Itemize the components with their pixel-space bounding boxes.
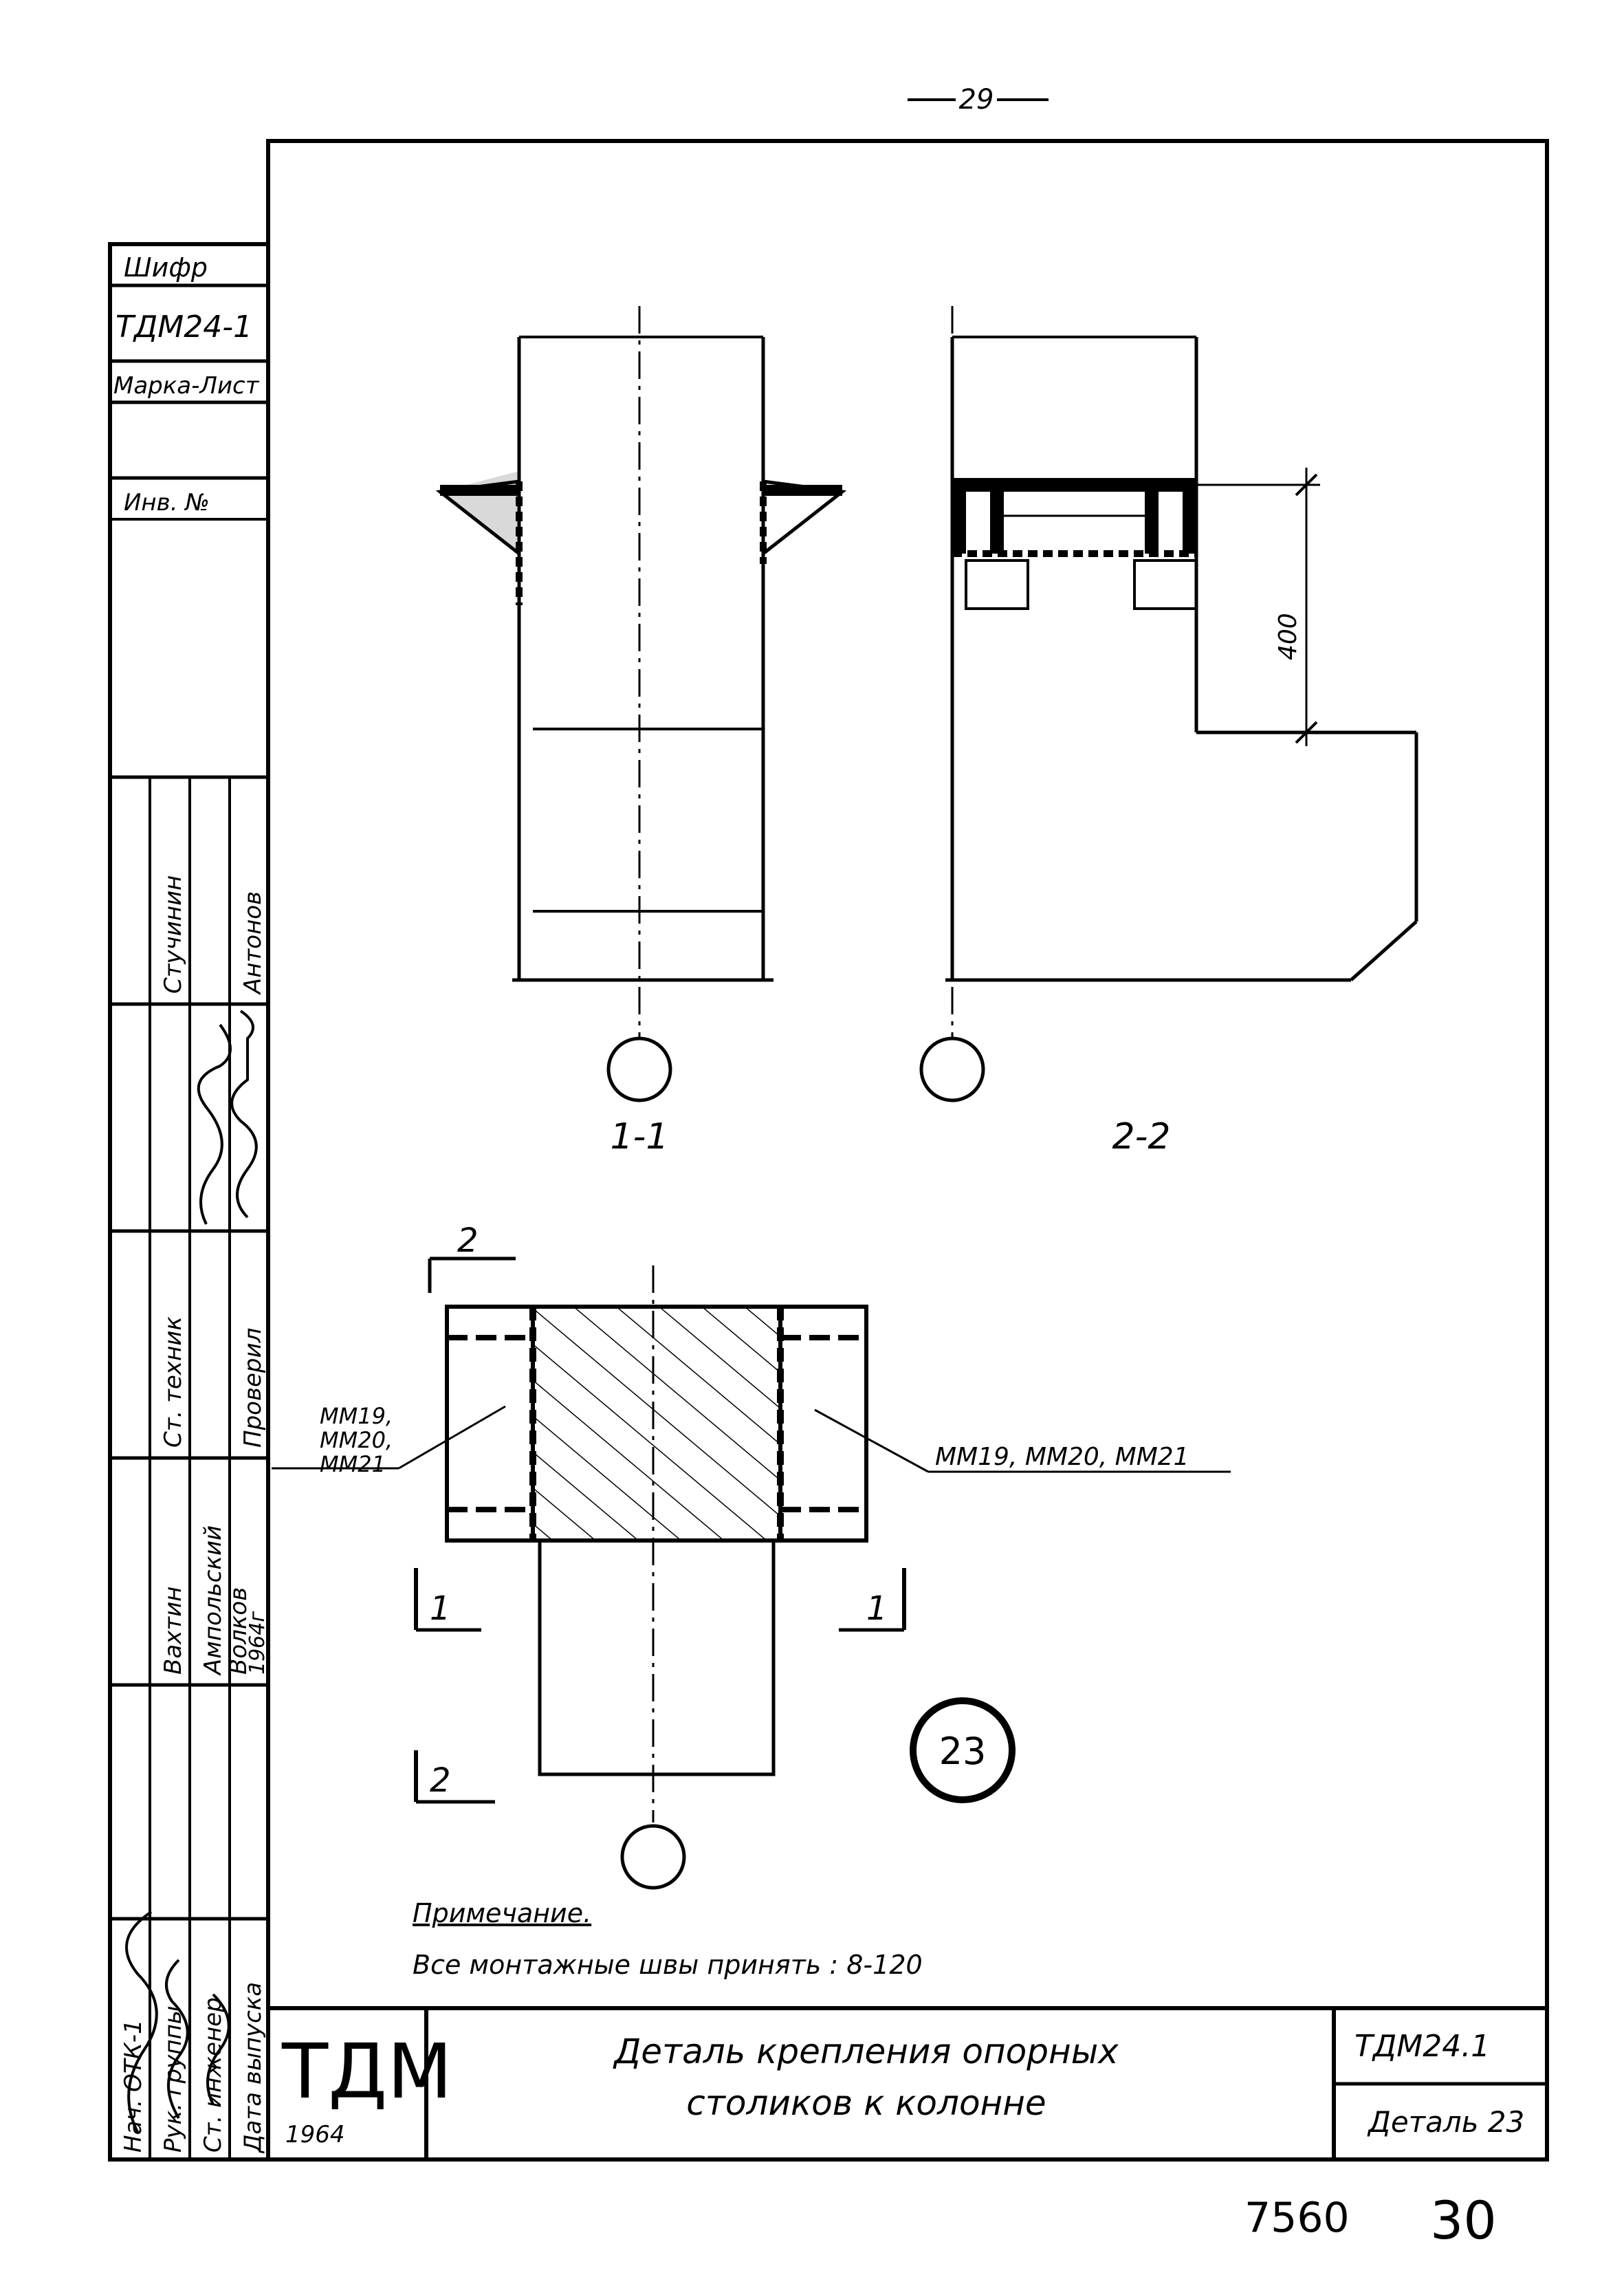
dimension-400: 400: [1274, 613, 1302, 660]
title-block: ТДМ 1964 Деталь крепления опорных столик…: [110, 2006, 1547, 2162]
callout-left-line1: ММ19,: [320, 1403, 393, 1429]
stamp-name-vakhtin: Вахтин: [160, 1587, 187, 1675]
detail-number-circle: [910, 1697, 1016, 1803]
stamp-checked-label: Проверил: [239, 1328, 267, 1448]
drawing-code: ТДМ24.1: [1354, 2029, 1490, 2064]
role-head-otk: Нач. ОТК-1: [120, 2019, 147, 2153]
title-line-1: Деталь крепления опорных: [613, 2032, 1119, 2071]
cipher-value: ТДМ24-1: [116, 309, 252, 345]
role-release-date: Дата выпуска: [239, 1982, 267, 2154]
stamp-tech-label: Ст. техник: [160, 1316, 187, 1448]
stamp-name-ampolsky: Ампольский: [199, 1525, 227, 1676]
stamp-name-stuchinin: Стучинин: [160, 875, 187, 994]
stamp-name-antonov: Антонов: [239, 891, 267, 995]
plan-view: 2 1 1 2 ММ19, ММ20, ММ21 ММ19, ММ20, ММ2…: [272, 1221, 1231, 1890]
sheet-label: Деталь 23: [1367, 2105, 1524, 2139]
mark-sheet-label: Марка-Лист: [113, 372, 260, 400]
cut-mark-2-top: 2: [457, 1221, 479, 1260]
callout-left-line2: ММ20,: [320, 1427, 393, 1453]
cut-mark-1-right: 1: [866, 1589, 888, 1628]
callout-left-line3: ММ21: [320, 1451, 386, 1477]
signature-3: [125, 1911, 158, 2133]
role-senior-engineer: Ст. инженер: [199, 1997, 227, 2153]
signature-1: [197, 1023, 232, 1225]
section-2-2-view: 400 2-2: [919, 306, 1418, 1157]
section-2-2-label: 2-2: [1112, 1116, 1171, 1157]
cipher-label: Шифр: [124, 252, 208, 283]
title-line-2: столиков к колонне: [686, 2083, 1046, 2123]
signature-2: [230, 1010, 258, 1219]
stamp-name-volkov: Волков: [225, 1587, 252, 1675]
stamp-date-value: 1964г: [245, 1611, 270, 1675]
drawing-frame: [266, 139, 1549, 2162]
callout-right: ММ19, ММ20, ММ21: [935, 1443, 1189, 1471]
signature-4: [165, 1959, 189, 2120]
cut-mark-2-bottom: 2: [430, 1761, 451, 1800]
role-group-lead: Рук. группы: [160, 2005, 187, 2153]
note-text: Все монтажные швы принять : 8-120: [413, 1950, 923, 1980]
logo-tdm: ТДМ: [281, 2027, 452, 2115]
note-heading: Примечание.: [413, 1898, 591, 1928]
archive-page: 30: [1430, 2190, 1497, 2251]
signature-5: [206, 1993, 230, 2105]
section-1-1-label: 1-1: [611, 1116, 669, 1157]
page-number: 29: [959, 84, 994, 116]
side-stamp: Шифр ТДМ24-1 Марка-Лист Инв. № Нач. ОТК-…: [108, 242, 270, 2162]
section-1-1-view: 1-1: [435, 306, 847, 1157]
inv-label: Инв. №: [124, 489, 210, 516]
cut-mark-1-left: 1: [430, 1589, 451, 1628]
archive-number: 7560: [1244, 2194, 1350, 2242]
detail-number: 23: [939, 1730, 987, 1773]
title-year: 1964: [285, 2121, 345, 2148]
